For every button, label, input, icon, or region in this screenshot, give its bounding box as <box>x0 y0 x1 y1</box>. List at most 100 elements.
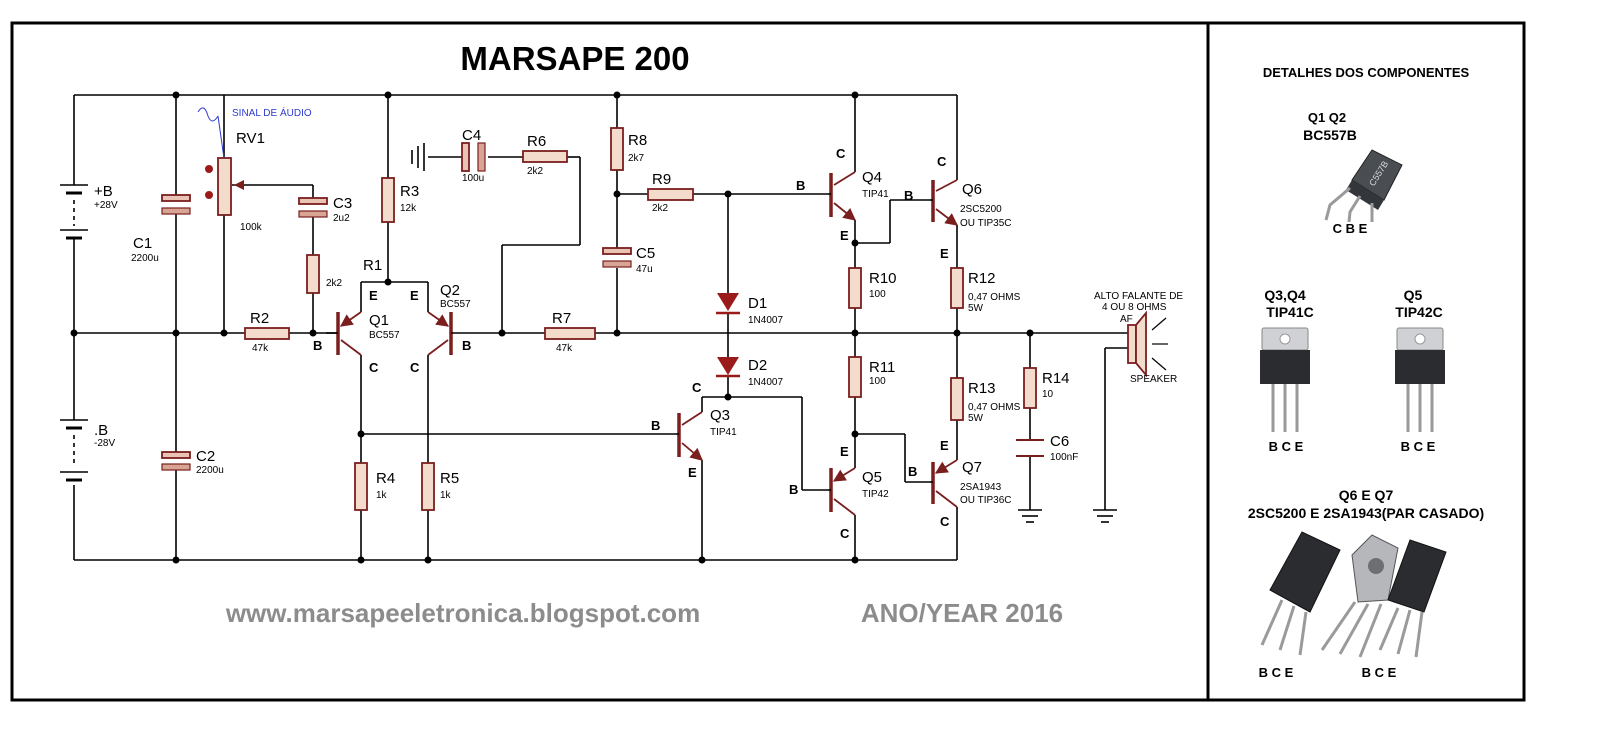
tip41c-photo <box>1260 327 1310 432</box>
d2-label: D2 <box>748 357 767 374</box>
r12-power: 5W <box>968 303 984 314</box>
rv1-label: RV1 <box>236 130 265 147</box>
c1-label: C1 <box>133 235 152 252</box>
capacitor-c4: C4 100u <box>461 127 486 184</box>
q1-label: Q1 <box>369 312 389 329</box>
c6-label: C6 <box>1050 433 1069 450</box>
diode-d2: D2 1N4007 <box>716 357 783 388</box>
resistor-r2: R2 47k <box>244 310 290 354</box>
c2-value: 2200u <box>196 465 224 476</box>
q6-label: Q6 <box>962 181 982 198</box>
d2-value: 1N4007 <box>748 377 783 388</box>
q5-part: TIP42C <box>1395 304 1442 320</box>
r5-value: 1k <box>440 490 452 501</box>
q7-label: Q7 <box>962 459 982 476</box>
d1-label: D1 <box>748 295 767 312</box>
r7-label: R7 <box>552 310 571 327</box>
q1-pin-c: C <box>369 360 379 375</box>
c6-value: 100nF <box>1050 452 1078 463</box>
r10-label: R10 <box>869 270 897 287</box>
r9-value: 2k2 <box>652 203 669 214</box>
r12-value: 0,47 OHMS <box>968 292 1021 303</box>
r4-value: 1k <box>376 490 388 501</box>
resistor-r7: R7 47k <box>544 310 596 354</box>
transistor-q7: Q7 2SA1943 OU TIP36C B E C <box>908 438 1012 529</box>
q6q7-part: 2SC5200 E 2SA1943(PAR CASADO) <box>1248 505 1484 521</box>
q6-pin-e: E <box>940 246 949 261</box>
r3-label: R3 <box>400 183 419 200</box>
q2-pin-b: B <box>462 338 471 353</box>
battery-positive: +B +28V <box>60 183 118 240</box>
speaker-tag: AF <box>1120 314 1133 325</box>
r3-value: 12k <box>400 203 417 214</box>
battery-positive-value: +28V <box>94 200 118 211</box>
q7-pin-c: C <box>940 514 950 529</box>
c3-series-resistor-value: 2k2 <box>326 278 343 289</box>
r10-value: 100 <box>869 289 886 300</box>
q6q7-title: Q6 E Q7 <box>1339 487 1394 503</box>
transistor-q2: Q2 BC557 E B C <box>410 282 471 375</box>
speaker-desc-2: 4 OU 8 OHMS <box>1102 302 1167 313</box>
q3q4-title: Q3,Q4 <box>1264 287 1305 303</box>
outer-frame <box>10 21 1526 702</box>
resistor-r9: R9 2k2 <box>647 171 694 214</box>
r13-value: 0,47 OHMS <box>968 402 1021 413</box>
resistor-r4: R4 1k <box>354 462 395 511</box>
q5-pin-e: E <box>840 444 849 459</box>
r13-power: 5W <box>968 413 984 424</box>
q3-value: TIP41 <box>710 427 737 438</box>
wires <box>73 94 1128 561</box>
q3-label: Q3 <box>710 407 730 424</box>
capacitor-c5: C5 47u <box>602 245 655 275</box>
schematic-title: MARSAPE 200 <box>460 40 689 77</box>
transistor-q3: Q3 TIP41 B C E <box>651 380 737 480</box>
component-details-panel: DETALHES DOS COMPONENTES Q1 Q2 BC557B C5… <box>1248 65 1484 680</box>
q3-pin-e: E <box>688 465 697 480</box>
q5-value: TIP42 <box>862 489 889 500</box>
q1-pin-e: E <box>369 288 378 303</box>
battery-negative-value: -28V <box>94 438 115 449</box>
q3q4-pins: B C E <box>1269 439 1304 454</box>
q1q2-title: Q1 Q2 <box>1308 110 1346 125</box>
website-text: www.marsapeeletronica.blogspot.com <box>225 598 700 628</box>
transistor-q1: Q1 BC557 E B C <box>313 288 400 375</box>
year-text: ANO/YEAR 2016 <box>861 598 1063 628</box>
c3-value: 2u2 <box>333 213 350 224</box>
transistor-q4: Q4 TIP41 B C E <box>796 146 889 243</box>
resistor-r12: R12 0,47 OHMS 5W <box>950 267 1021 314</box>
q1-pin-b: B <box>313 338 322 353</box>
q5-pin-c: C <box>840 526 850 541</box>
q7-value: 2SA1943 <box>960 482 1002 493</box>
capacitor-c3: C3 2u2 <box>298 195 352 224</box>
q3-pin-c: C <box>692 380 702 395</box>
r8-value: 2k7 <box>628 153 645 164</box>
diode-d1: D1 1N4007 <box>716 293 783 326</box>
r14-value: 10 <box>1042 389 1054 400</box>
q1-value: BC557 <box>369 330 400 341</box>
q7-pin-b: B <box>908 464 917 479</box>
battery-negative: .B -28V <box>60 419 115 482</box>
battery-positive-label: +B <box>94 183 113 200</box>
resistor-r14: R14 10 <box>1023 367 1070 409</box>
panel-heading: DETALHES DOS COMPONENTES <box>1263 65 1470 80</box>
r5-label: R5 <box>440 470 459 487</box>
c5-label: C5 <box>636 245 655 262</box>
speaker-label: SPEAKER <box>1130 374 1177 385</box>
c4-label: C4 <box>462 127 481 144</box>
speaker: ALTO FALANTE DE 4 OU 8 OHMS AF SPEAKER <box>1094 291 1183 385</box>
q7-pin-e: E <box>940 438 949 453</box>
q5-pin-b: B <box>789 482 798 497</box>
r2-label: R2 <box>250 310 269 327</box>
q2-value: BC557 <box>440 299 471 310</box>
q1q2-pins: C B E <box>1333 221 1368 236</box>
r11-value: 100 <box>869 376 886 387</box>
q4-pin-c: C <box>836 146 846 161</box>
capacitor-c1: C1 2200u <box>131 194 191 264</box>
resistor-r10: R10 100 <box>848 267 897 309</box>
r9-label: R9 <box>652 171 671 188</box>
rv1-value: 100k <box>240 222 263 233</box>
signal-label: SINAL DE ÁUDIO <box>232 106 312 119</box>
c3-label: C3 <box>333 195 352 212</box>
c5-value: 47u <box>636 264 653 275</box>
r7-value: 47k <box>556 343 573 354</box>
